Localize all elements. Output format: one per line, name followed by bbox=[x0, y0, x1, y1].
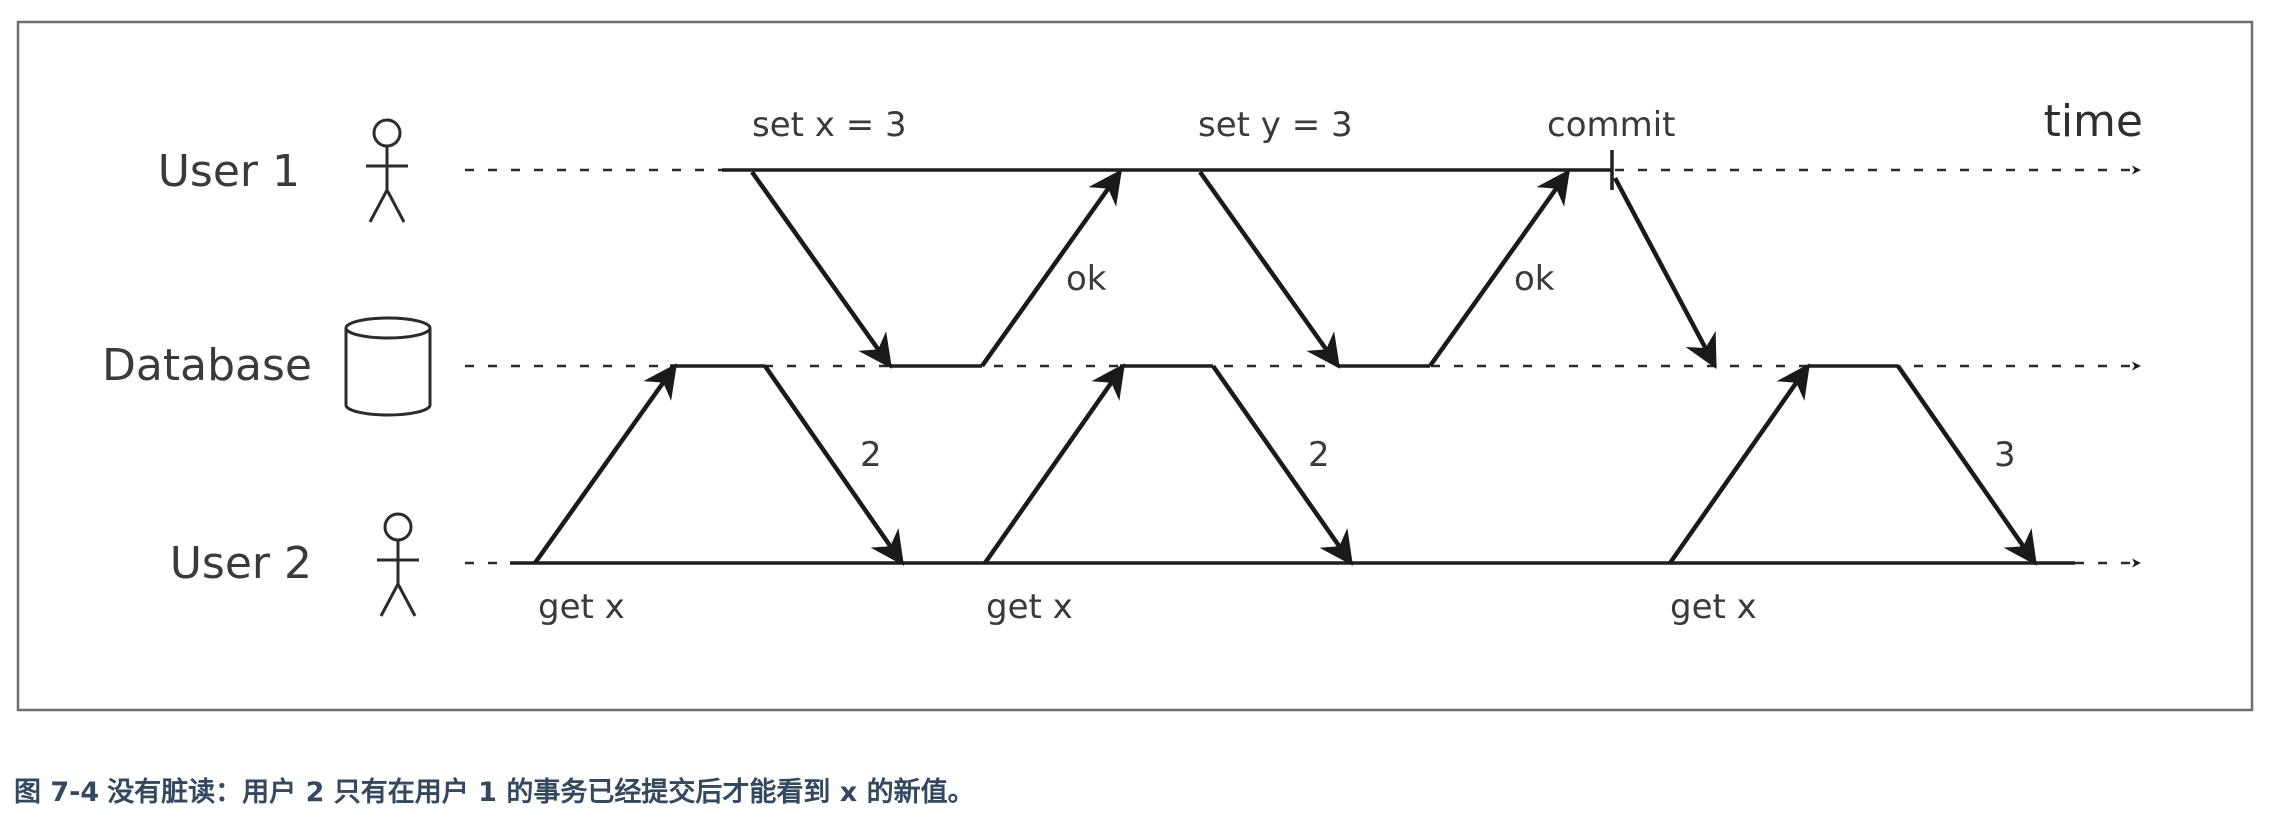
time-axis-label: time bbox=[2044, 96, 2143, 147]
get-x-label-1: get x bbox=[538, 587, 625, 627]
database-cylinder-icon bbox=[344, 316, 432, 417]
get-x-result-arrow-2 bbox=[1211, 364, 1353, 566]
figure-caption-text: 没有脏读：用户 2 只有在用户 1 的事务已经提交后才能看到 x 的新值。 bbox=[107, 777, 975, 808]
user1-person-icon bbox=[366, 118, 408, 223]
ok-label-2: ok bbox=[1514, 259, 1555, 299]
commit-label: commit bbox=[1547, 105, 1676, 145]
get-x-label-2: get x bbox=[986, 587, 1073, 627]
set-y-ok-arrow bbox=[1428, 169, 1570, 368]
set-y-label: set y = 3 bbox=[1198, 105, 1353, 145]
result-label-2: 2 bbox=[1308, 435, 1330, 475]
get-x-request-arrow-1 bbox=[533, 363, 677, 565]
set-x-request-arrow bbox=[750, 170, 892, 369]
get-x-request-arrow-3 bbox=[1668, 363, 1810, 565]
figure-number: 图 7-4 bbox=[14, 777, 100, 808]
get-x-request-arrow-2 bbox=[983, 363, 1125, 565]
get-x-result-arrow-3 bbox=[1896, 364, 2037, 566]
set-x-ok-arrow bbox=[980, 169, 1122, 368]
lane-label-database: Database bbox=[102, 340, 312, 391]
set-y-request-arrow bbox=[1198, 170, 1340, 369]
commit-arrow bbox=[1613, 176, 1717, 370]
lane-label-user1: User 1 bbox=[158, 146, 300, 197]
user2-person-icon bbox=[377, 512, 419, 617]
result-label-3: 3 bbox=[1994, 435, 2016, 475]
get-x-result-arrow-1 bbox=[763, 364, 904, 566]
set-x-label: set x = 3 bbox=[752, 105, 907, 145]
result-label-1: 2 bbox=[860, 435, 882, 475]
dirty-read-diagram: User 1 Database User 2 bbox=[16, 20, 2254, 712]
get-x-label-3: get x bbox=[1670, 587, 1757, 627]
ok-label-1: ok bbox=[1066, 259, 1107, 299]
lane-label-user2: User 2 bbox=[170, 538, 312, 589]
